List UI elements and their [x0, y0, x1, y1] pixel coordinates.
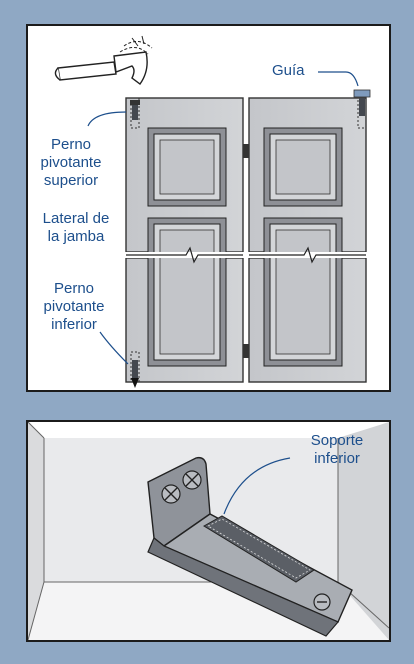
bottom-bracket-label-line: inferior: [314, 450, 360, 467]
guide-pin-icon: [353, 89, 371, 129]
hinge-icon: [243, 344, 249, 358]
door-diagram-panel: Guía Perno pivotante superior Lateral de…: [26, 24, 391, 392]
right-door-leaf: [248, 97, 367, 383]
bracket-diagram-panel: Soporte inferior: [26, 420, 391, 642]
hammer-icon: [54, 35, 153, 85]
jamb-side-label: Lateral de la jamba: [36, 210, 116, 246]
break-band: [124, 252, 368, 258]
left-door-leaf: [125, 97, 244, 383]
bottom-pivot-label-line: pivotante: [43, 298, 105, 315]
bottom-bracket-label: Soporte inferior: [290, 432, 384, 468]
top-pivot-label-line: superior: [43, 172, 99, 189]
top-pivot-pin-icon: [130, 97, 140, 129]
bottom-bracket-label-line: Soporte: [310, 432, 364, 449]
leader-lines: [87, 71, 359, 365]
top-pivot-pin-label: Perno pivotante superior: [36, 136, 106, 190]
jamb-side-label-line: la jamba: [47, 228, 105, 245]
bottom-pivot-pin-label: Perno pivotante inferior: [36, 280, 112, 334]
bottom-pivot-label-line: Perno: [53, 280, 95, 297]
guide-label: Guía: [272, 62, 305, 79]
bottom-pivot-label-line: inferior: [51, 316, 97, 333]
jamb-side-label-line: Lateral de: [42, 210, 110, 227]
top-pivot-label-line: pivotante: [40, 154, 102, 171]
top-pivot-label-line: Perno: [50, 136, 92, 153]
break-line-icon: [126, 246, 366, 264]
leader-line: [223, 457, 291, 515]
bottom-bracket-illustration: [28, 422, 389, 640]
hinge-icon: [243, 144, 249, 158]
bottom-bracket-icon: [147, 456, 353, 637]
bifold-door-illustration: [54, 35, 371, 388]
bottom-pivot-pin-icon: [130, 351, 140, 388]
